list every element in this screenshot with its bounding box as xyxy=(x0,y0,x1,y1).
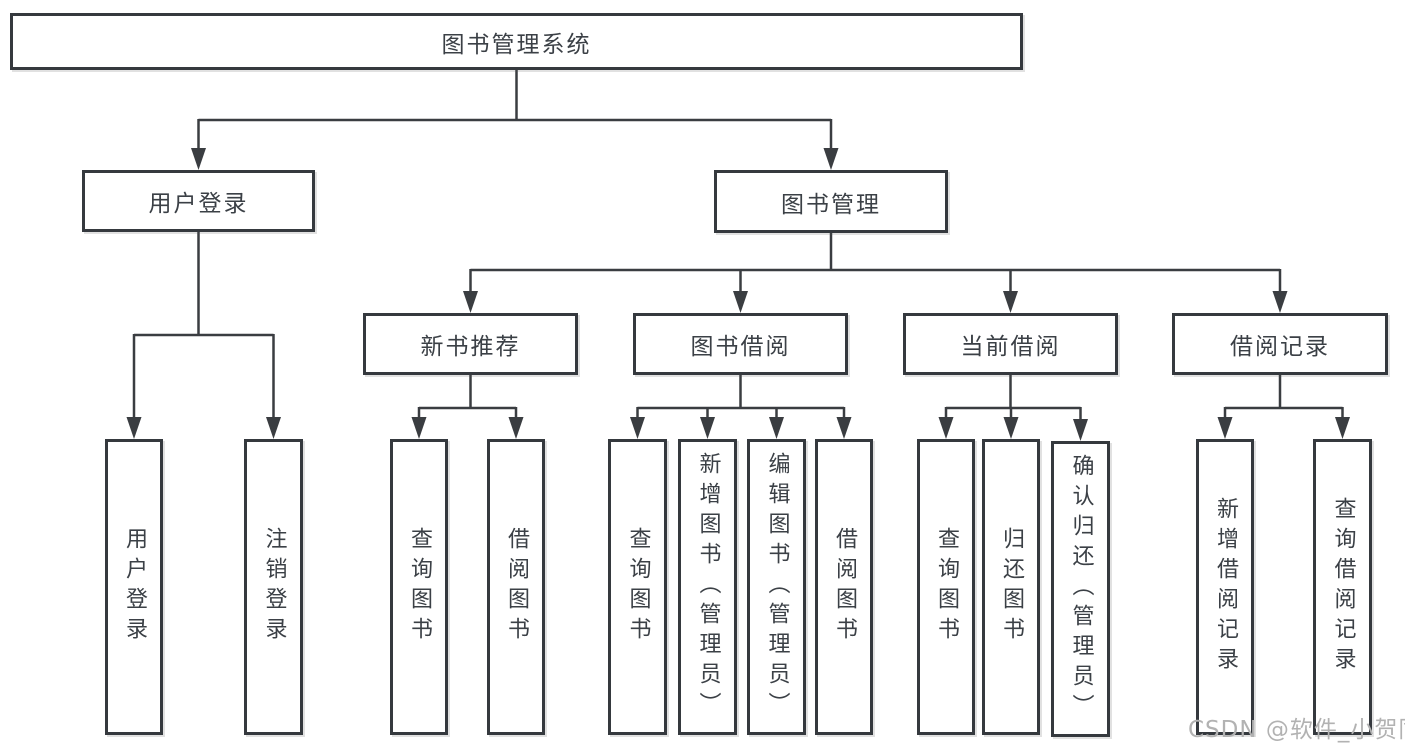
leaf-add-borrow-record: 新增借阅记录 xyxy=(1196,439,1254,735)
node-borrowing-records: 借阅记录 xyxy=(1172,313,1388,375)
leaf-borrow-books-recommend: 借阅图书 xyxy=(487,439,545,735)
node-current-borrowing: 当前借阅 xyxy=(903,313,1118,375)
node-new-book-recommend: 新书推荐 xyxy=(363,313,578,375)
leaf-query-books-borrowing: 查询图书 xyxy=(608,439,667,735)
leaf-borrow-books-borrowing: 借阅图书 xyxy=(815,439,873,735)
leaf-query-borrow-record: 查询借阅记录 xyxy=(1313,439,1372,735)
leaf-query-books-current: 查询图书 xyxy=(917,439,975,735)
node-book-borrowing: 图书借阅 xyxy=(633,313,848,375)
leaf-user-login: 用户登录 xyxy=(105,439,163,735)
leaf-add-book-admin: 新增图书（管理员） xyxy=(678,439,737,735)
leaf-return-books: 归还图书 xyxy=(982,439,1040,735)
node-library-management-system: 图书管理系统 xyxy=(10,13,1023,70)
leaf-confirm-return-admin: 确认归还（管理员） xyxy=(1051,441,1110,737)
node-book-management: 图书管理 xyxy=(714,170,948,233)
leaf-edit-book-admin: 编辑图书（管理员） xyxy=(747,439,806,735)
leaf-logout-login: 注销登录 xyxy=(244,439,303,735)
node-user-login: 用户登录 xyxy=(82,170,315,232)
watermark: CSDN @软件_小贺同学 xyxy=(1188,717,1405,743)
leaf-query-books-recommend: 查询图书 xyxy=(390,439,448,735)
